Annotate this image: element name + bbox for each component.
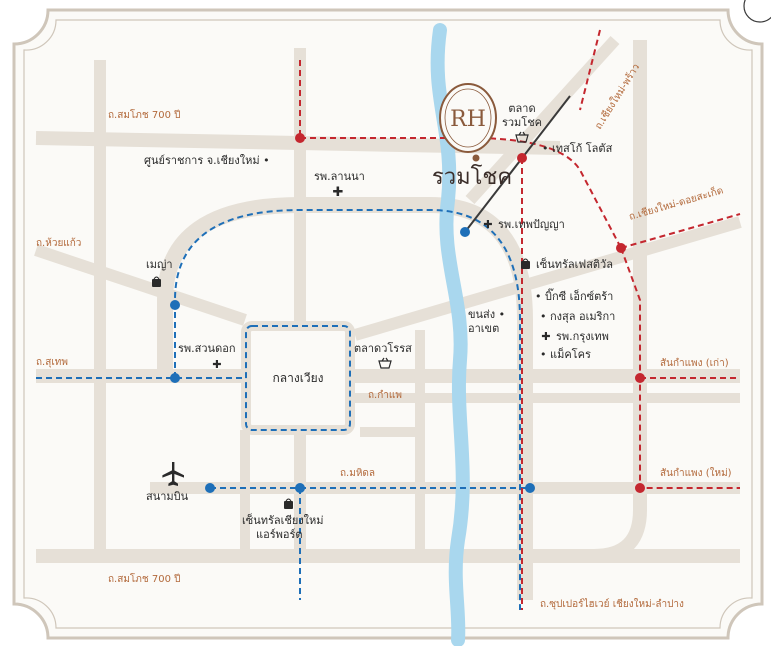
- place-suandok-hospital: รพ.สวนดอก: [178, 342, 235, 355]
- basket-icon: [378, 357, 392, 369]
- place-lanna-hospital: รพ.ลานนา: [314, 170, 365, 183]
- brand-logo: RH รวมโชค: [432, 83, 512, 190]
- place-klang-wiang: กลางเวียง: [273, 371, 324, 385]
- node-red-doisaket: [616, 243, 626, 253]
- place-kongsul: • กงสุล อเมริกา: [540, 310, 615, 323]
- label-superhighway: ถ.ซุปเปอร์ไฮเวย์ เชียงใหม่-ลำปาง: [540, 598, 684, 610]
- node-red-talad: [517, 153, 527, 163]
- label-sankamphaeng-old: สันกำแพง (เก่า): [660, 358, 729, 369]
- node-blue-thepanya: [460, 227, 470, 237]
- place-central-airport-1: เซ็นทรัลเชียงใหม่: [242, 513, 324, 527]
- place-khonsong-2: อาเขต: [468, 322, 499, 335]
- road-phrao: [465, 35, 620, 205]
- node-red-sankamphaeng-new: [635, 483, 645, 493]
- black-connector: [464, 95, 571, 233]
- red-route: [299, 29, 741, 610]
- node-blue-superhighway: [525, 483, 535, 493]
- road-ring-east: [593, 40, 647, 563]
- road-huaykaew: [34, 244, 247, 326]
- logo-badge: [439, 83, 497, 153]
- shopping-bag-icon: [284, 498, 293, 509]
- place-labels: ตลาด รวมโชค • เทสโก้ โลตัส ศูนย์ราชการ จ…: [144, 102, 615, 541]
- hospital-icon: ✚: [333, 185, 344, 200]
- node-blue-airport: [205, 483, 215, 493]
- node-blue-maya: [170, 300, 180, 310]
- place-govt-center: ศูนย์ราชการ จ.เชียงใหม่ •: [144, 154, 270, 167]
- place-bangkok-hospital: รพ.กรุงเทพ: [556, 330, 609, 343]
- old-city-outline: [245, 325, 351, 431]
- label-sompot-top: ถ.สมโภช 700 ปี: [108, 108, 180, 121]
- label-kampaeng: ถ.กำแพ: [368, 390, 402, 401]
- place-central-festival: เซ็นทรัลเฟสติวัล: [536, 257, 613, 271]
- shopping-bag-icon: [521, 258, 530, 269]
- road-doisaket: [353, 216, 742, 341]
- node-red-sankamphaeng-old: [635, 373, 645, 383]
- hospital-icon: ✚: [483, 218, 492, 231]
- place-talad-1: ตลาด: [508, 102, 535, 115]
- shopping-bag-icon: [152, 276, 161, 287]
- logo-letters: RH: [450, 107, 486, 132]
- basket-icon: [515, 131, 529, 143]
- road-city-ring: [157, 197, 533, 600]
- place-khonsong-1: ขนส่ง •: [468, 308, 505, 321]
- node-blue-suthep: [170, 373, 180, 383]
- place-central-airport-2: แอร์พอร์ต: [256, 528, 303, 541]
- node-red-sompot: [295, 133, 305, 143]
- place-thepanya-hospital: รพ.เทพปัญญา: [498, 218, 565, 231]
- place-bigc: • บิ๊กซี เอ็กซ์ตร้า: [535, 288, 613, 303]
- label-sankamphaeng-new: สันกำแพง (ใหม่): [660, 467, 732, 479]
- hospital-icon: ✚: [541, 330, 550, 343]
- place-maya: เมญ่า: [146, 258, 173, 271]
- hospital-icon: ✚: [212, 358, 221, 371]
- node-blue-mahidol: [295, 483, 305, 493]
- label-sompot-bottom: ถ.สมโภช 700 ปี: [108, 572, 180, 585]
- place-airport: สนามบิน: [146, 490, 189, 503]
- label-suthep: ถ.สุเทพ: [36, 357, 68, 368]
- label-mahidol: ถ.มหิดล: [340, 468, 375, 479]
- place-makro: • แม็คโคร: [540, 347, 591, 361]
- compass-icon: [743, 0, 771, 23]
- place-talad-2: รวมโชค: [502, 115, 542, 129]
- label-huaykaew: ถ.ห้วยแก้ว: [36, 237, 81, 249]
- airplane-icon: [162, 462, 184, 486]
- route-nodes: [170, 133, 645, 493]
- brand-pin-dot: [472, 154, 480, 162]
- place-warorot: ตลาดวโรรส: [354, 341, 412, 355]
- place-tesco: • เทสโก้ โลตัส: [542, 141, 613, 155]
- blue-route: [36, 209, 530, 610]
- brand-name: รวมโชค: [432, 164, 512, 190]
